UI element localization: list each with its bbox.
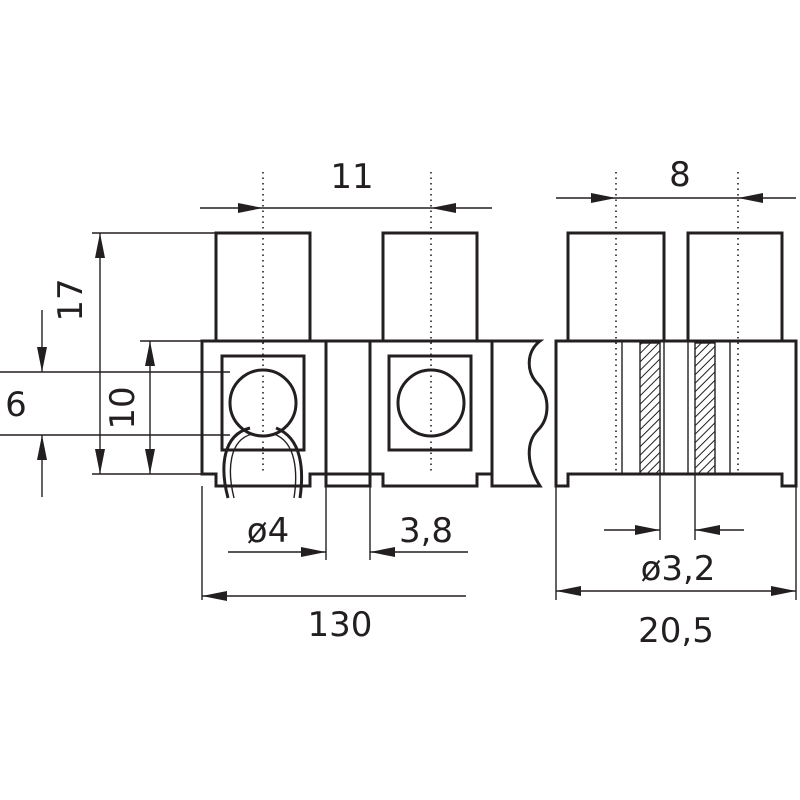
dim-side-pitch: 8 (669, 155, 691, 195)
dim-pitch: 11 (330, 157, 373, 197)
side-view (554, 172, 798, 488)
front-body-outline (200, 339, 549, 488)
dim-height-total: 17 (51, 278, 91, 321)
dim-hole-diameter: ø4 (247, 511, 289, 551)
front-clamp-window-left (220, 354, 306, 452)
dimension-lines (0, 193, 797, 601)
dimension-labels: 11 8 17 10 6 ø4 3,8 130 ø3,2 20,5 (5, 155, 715, 651)
side-screw-thread-left (639, 342, 661, 475)
dim-width: 20,5 (638, 611, 714, 651)
dim-length: 130 (308, 605, 373, 645)
side-body-outline (554, 339, 798, 488)
dim-screw-diameter: ø3,2 (641, 549, 716, 589)
side-post-right (686, 231, 784, 343)
dim-clamp-height: 6 (5, 385, 27, 425)
front-wire-clip (222, 426, 304, 499)
dim-body-height: 10 (103, 386, 143, 429)
front-post-right (381, 231, 479, 343)
front-view (200, 172, 549, 499)
front-clamp-window-right (387, 354, 473, 452)
dim-wall: 3,8 (399, 511, 453, 551)
side-screw-thread-right (694, 342, 716, 475)
front-wire-clip-inner (229, 433, 297, 499)
